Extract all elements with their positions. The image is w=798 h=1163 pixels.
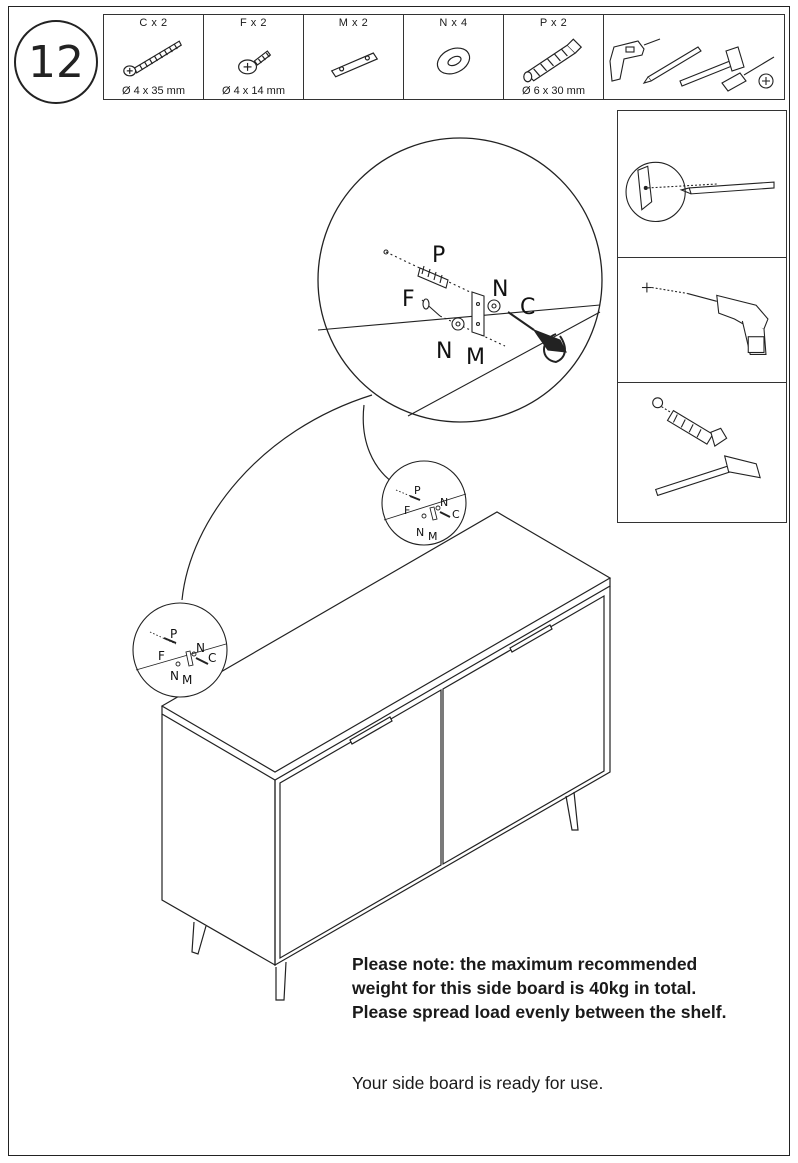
mark-wall-icon [625,161,775,223]
detail-callout-large: P F N M N C [317,137,603,423]
label-n-small: N [416,526,424,539]
detail-callout-small-right: P F N M N C [381,460,467,546]
part-qty: M x 2 [338,17,369,29]
leg-back-left [191,921,207,955]
leg-front-left [275,961,287,1001]
step-panel-drill [617,257,787,383]
step-panel-hammer [617,382,787,523]
drill-hole-icon [641,282,769,355]
label-n-right: N [492,277,508,302]
weight-note: Please note: the maximum recommended wei… [352,952,792,1024]
label-f-small2: F [158,649,165,663]
part-size: Ø 4 x 35 mm [122,85,185,97]
cabinet-top [160,511,612,773]
label-p-small2: P [170,627,177,641]
hammer-plug-icon [652,397,761,497]
page-frame [8,6,790,1156]
detail-callout-small-left: P F N M N C [132,602,228,698]
part-qty: C x 2 [139,17,168,29]
handle-right [509,624,553,653]
metal-bracket-icon [330,52,379,78]
callout-leader-right [362,404,399,487]
note-line: weight for this side board is 40kg in to… [352,978,697,998]
label-m-small: M [428,530,438,543]
tools-cell [604,15,784,99]
part-size: Ø 6 x 30 mm [522,85,585,97]
label-f: F [402,287,415,312]
label-m: M [466,345,485,370]
label-c-small2: C [208,651,216,665]
part-qty: N x 4 [439,17,468,29]
ready-message: Your side board is ready for use. [352,1073,604,1093]
leg-front-right [565,791,579,831]
drill-icon [609,38,661,82]
pencil-icon [642,46,702,84]
part-cell-p: P x 2 Ø 6 x 30 mm [504,15,604,99]
hammer-icon [679,46,745,87]
label-n-left: N [436,339,452,364]
label-n2-small: N [440,496,448,509]
part-cell-m: M x 2 [304,15,404,99]
handle-left [349,716,393,745]
note-line: Please spread load evenly between the sh… [352,1002,727,1022]
label-n2-small2: N [196,641,205,655]
part-cell-f: F x 2 Ø 4 x 14 mm [204,15,304,99]
label-c-small: C [452,508,460,521]
note-line: Please note: the maximum recommended [352,954,698,974]
screwdriver-icon [721,56,775,92]
wall-plug-icon [523,38,583,83]
part-cell-n: N x 4 [404,15,504,99]
part-cell-c: C x 2 Ø 4 x 35 mm [104,15,204,99]
label-p-small: P [414,484,421,497]
parts-table: C x 2 Ø 4 x 35 mm F x 2 Ø 4 x 14 mm M x … [103,14,785,100]
part-size: Ø 4 x 14 mm [222,85,285,97]
label-n-small2: N [170,669,179,683]
cabinet-front [274,586,611,967]
step-number: 12 [14,20,98,104]
part-qty: F x 2 [240,17,267,29]
label-f-small: F [404,504,410,517]
tools-group [609,38,775,92]
label-c: C [520,295,535,320]
label-m-small2: M [182,673,192,687]
step-panel-mark [617,110,787,258]
washer-icon [436,47,471,75]
part-qty: P x 2 [539,17,568,29]
callout-leader-left [181,394,373,601]
label-p: P [432,243,445,268]
long-screw-icon [123,40,182,77]
short-screw-icon [238,50,272,75]
